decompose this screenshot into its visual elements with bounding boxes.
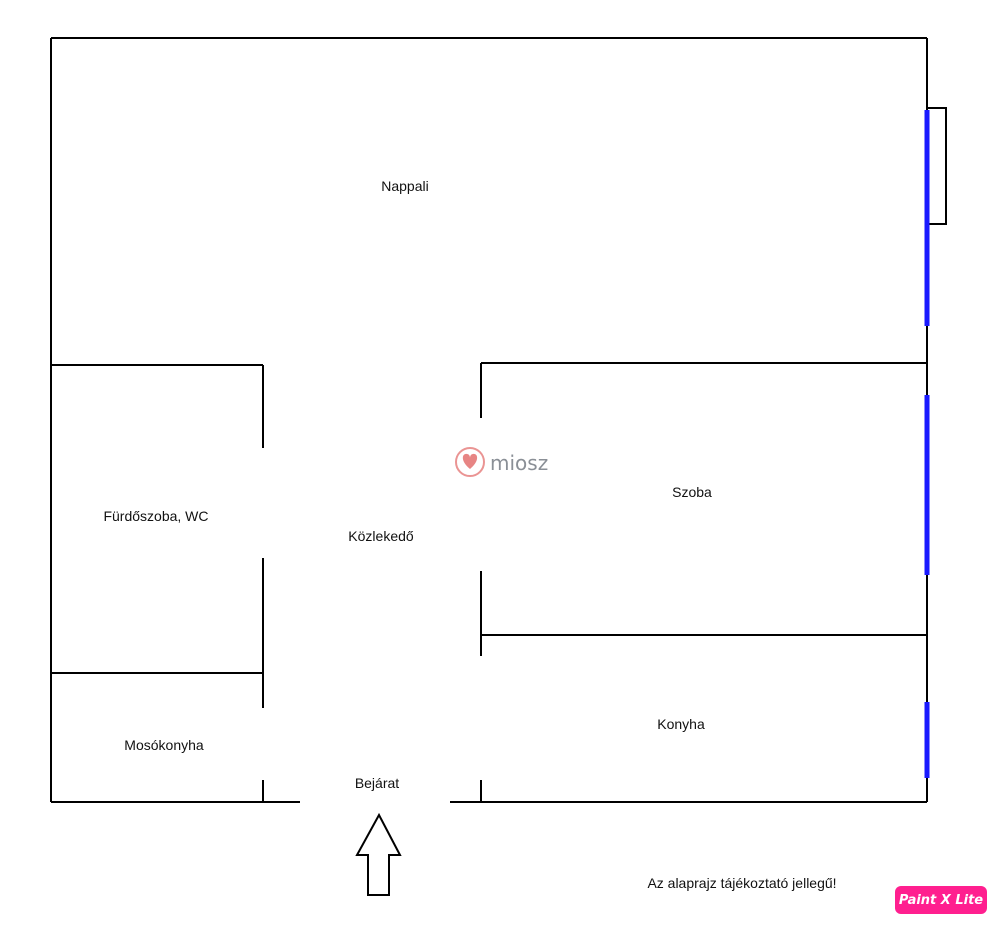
room-label-bejarat: Bejárat: [355, 775, 399, 791]
disclaimer-note: Az alaprajz tájékoztató jellegű!: [647, 875, 836, 891]
watermark: miosz: [455, 447, 548, 477]
room-label-nappali: Nappali: [381, 178, 428, 194]
room-label-szoba: Szoba: [672, 484, 712, 500]
room-label-konyha: Konyha: [657, 716, 705, 732]
room-label-furdoszoba: Fürdőszoba, WC: [103, 508, 208, 524]
arrow-up-icon: [355, 812, 402, 896]
room-label-kozlekedo: Közlekedő: [348, 528, 414, 544]
balcony-door: [926, 107, 947, 225]
heart-logo-icon: [455, 447, 485, 477]
watermark-text: miosz: [490, 451, 548, 475]
room-label-mosokonyha: Mosókonyha: [124, 737, 204, 753]
app-badge: Paint X Lite: [895, 886, 987, 914]
walls: [50, 37, 928, 803]
